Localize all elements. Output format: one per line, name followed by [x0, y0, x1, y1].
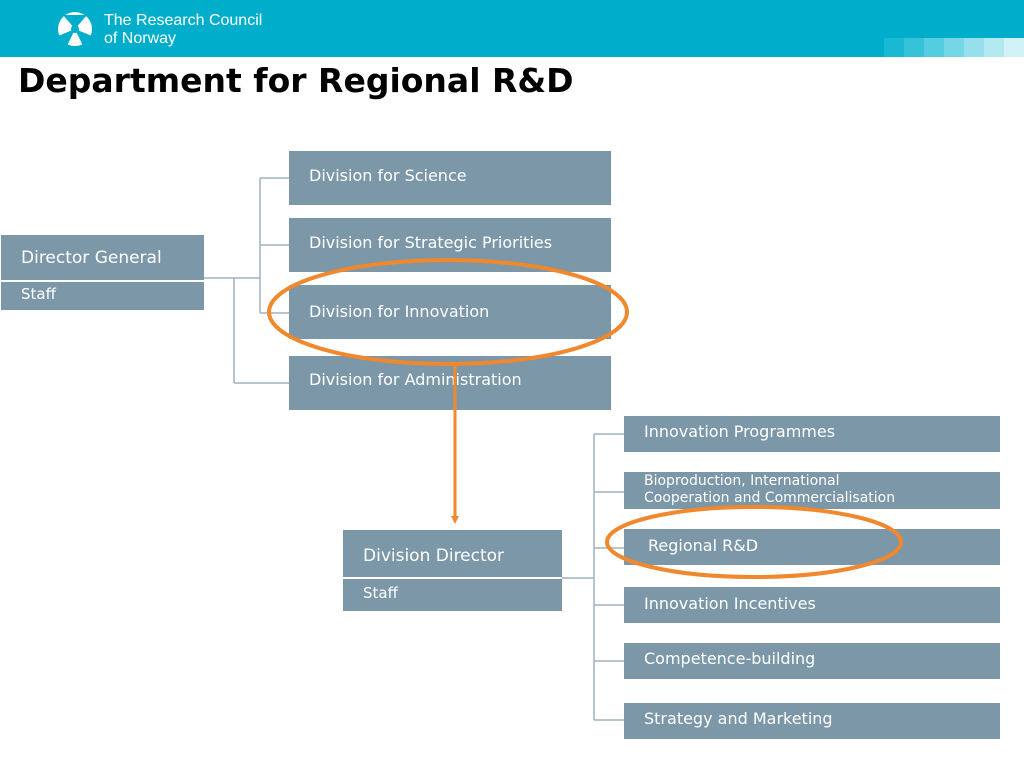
division-science-box: Division for Science: [289, 151, 611, 205]
header-decor-square: [924, 38, 944, 57]
department-strategy-marketing-box: Strategy and Marketing: [624, 703, 1000, 739]
director-general-title: Director General: [21, 248, 162, 268]
director-general-staff: Staff: [21, 285, 56, 303]
header-decor-square: [984, 38, 1004, 57]
department-innovation-incentives-box: Innovation Incentives: [624, 587, 1000, 623]
division-strategic-priorities-box: Division for Strategic Priorities: [289, 218, 611, 272]
department-label: Innovation Incentives: [644, 594, 816, 613]
highlight-ellipse-innovation: [267, 258, 629, 366]
research-council-logo-icon: [58, 12, 92, 46]
header-decor-square: [964, 38, 984, 57]
division-director-box: Division Director Staff: [343, 530, 562, 611]
department-label: Regional R&D: [648, 536, 759, 555]
highlight-ellipse-regional-rd: [605, 505, 903, 579]
department-innovation-programmes-box: Innovation Programmes: [624, 416, 1000, 452]
department-label: Strategy and Marketing: [644, 709, 833, 728]
header-decor-square: [944, 38, 964, 57]
division-label: Division for Science: [309, 166, 467, 185]
department-label: Innovation Programmes: [644, 422, 836, 441]
department-bioproduction-box: Bioproduction, International Cooperation…: [624, 472, 1000, 509]
organization-name: The Research Council of Norway: [104, 12, 262, 48]
header-decor-square: [884, 38, 904, 57]
header-bar: The Research Council of Norway: [0, 0, 1024, 57]
department-competence-building-box: Competence-building: [624, 643, 1000, 679]
header-decor-square: [1004, 38, 1024, 57]
department-regional-rd-box: Regional R&D: [624, 529, 1000, 565]
page-title: Department for Regional R&D: [18, 61, 574, 100]
division-label: Division for Strategic Priorities: [309, 233, 553, 252]
division-innovation-box: Division for Innovation: [289, 285, 611, 339]
division-director-staff: Staff: [363, 584, 398, 602]
box-divider: [1, 280, 204, 282]
department-label: Competence-building: [644, 649, 816, 668]
organization-name-line1: The Research Council: [104, 12, 263, 29]
organization-name-line2: of Norway: [104, 30, 177, 47]
department-label-line1: Bioproduction, International: [644, 473, 840, 489]
department-label-line2: Cooperation and Commercialisation: [644, 490, 896, 506]
director-general-box: Director General Staff: [1, 235, 204, 310]
division-label: Division for Innovation: [309, 302, 490, 321]
header-decor-square: [904, 38, 924, 57]
box-divider: [343, 577, 562, 579]
division-director-title: Division Director: [363, 546, 505, 566]
division-label: Division for Administration: [309, 370, 522, 389]
